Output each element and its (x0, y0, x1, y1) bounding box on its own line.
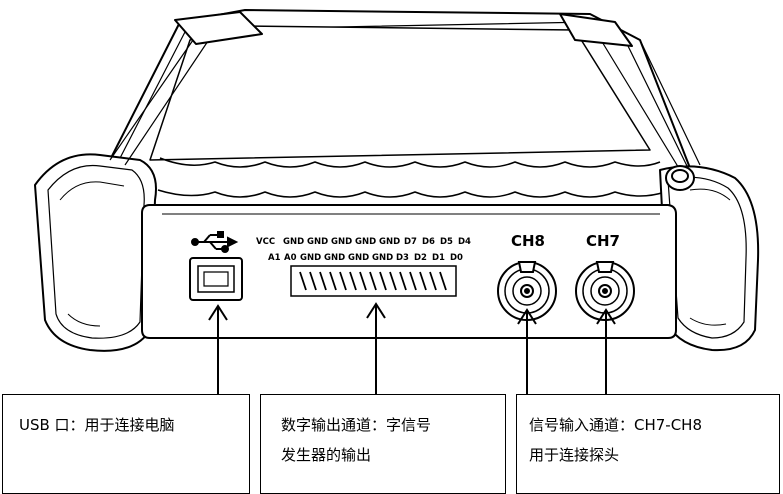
arrow-up-icon (596, 308, 616, 395)
pin-label: D4 (458, 237, 471, 247)
pin-label: GND (348, 253, 369, 263)
usb-symbol-icon (191, 231, 239, 253)
bnc-connector-icon (497, 261, 557, 321)
ch7-label: CH7 (586, 232, 620, 250)
callout-digital-text-2: 发生器的输出 (281, 446, 372, 464)
pin-label-row-bottom: A1 A0 GND GND GND GND D3 D2 D1 D0 (268, 253, 463, 263)
callout-digital-text-1: 数字输出通道：字信号 (281, 416, 432, 434)
ch8-label: CH8 (511, 232, 545, 250)
pin-label: D5 (440, 237, 453, 247)
pin-label: GND (324, 253, 345, 263)
pin-label: D2 (414, 253, 427, 263)
pin-label: GND (379, 237, 400, 247)
pin-label: D0 (450, 253, 463, 263)
pin-label: D3 (396, 253, 409, 263)
callout-signal-text-2: 用于连接探头 (529, 446, 620, 464)
pin-labels: VCC GND GND GND GND GND D7 D6 D5 D4 A1 A… (256, 237, 471, 263)
pin-label: GND (283, 237, 304, 247)
arrow-up-icon (208, 304, 228, 395)
pin-label: GND (331, 237, 352, 247)
pin-label: D1 (432, 253, 445, 263)
pin-label: GND (300, 253, 321, 263)
callout-signal-text-1: 信号输入通道：CH7-CH8 (529, 416, 703, 434)
pin-label: GND (307, 237, 328, 247)
bnc-connector-icon (575, 261, 635, 321)
callout-signal-input: 信号输入通道：CH7-CH8 用于连接探头 (516, 394, 780, 494)
pin-label: D6 (422, 237, 435, 247)
pin-label: GND (372, 253, 393, 263)
arrow-up-icon (517, 308, 537, 395)
pin-label-row-top: VCC GND GND GND GND GND D7 D6 D5 D4 (256, 237, 471, 247)
digital-header-connector-icon (290, 265, 457, 297)
callout-usb: USB 口：用于连接电脑 (2, 394, 250, 494)
pin-label: GND (355, 237, 376, 247)
pin-label: A1 (268, 253, 281, 263)
callout-usb-text: USB 口：用于连接电脑 (19, 416, 175, 434)
pin-label: A0 (284, 253, 297, 263)
usb-b-port-icon (189, 257, 243, 301)
callout-digital-output: 数字输出通道：字信号 发生器的输出 (260, 394, 506, 494)
device-body (34, 9, 760, 352)
arrow-up-icon (366, 302, 386, 395)
pin-label: D7 (404, 237, 417, 247)
pin-label: VCC (256, 237, 275, 247)
